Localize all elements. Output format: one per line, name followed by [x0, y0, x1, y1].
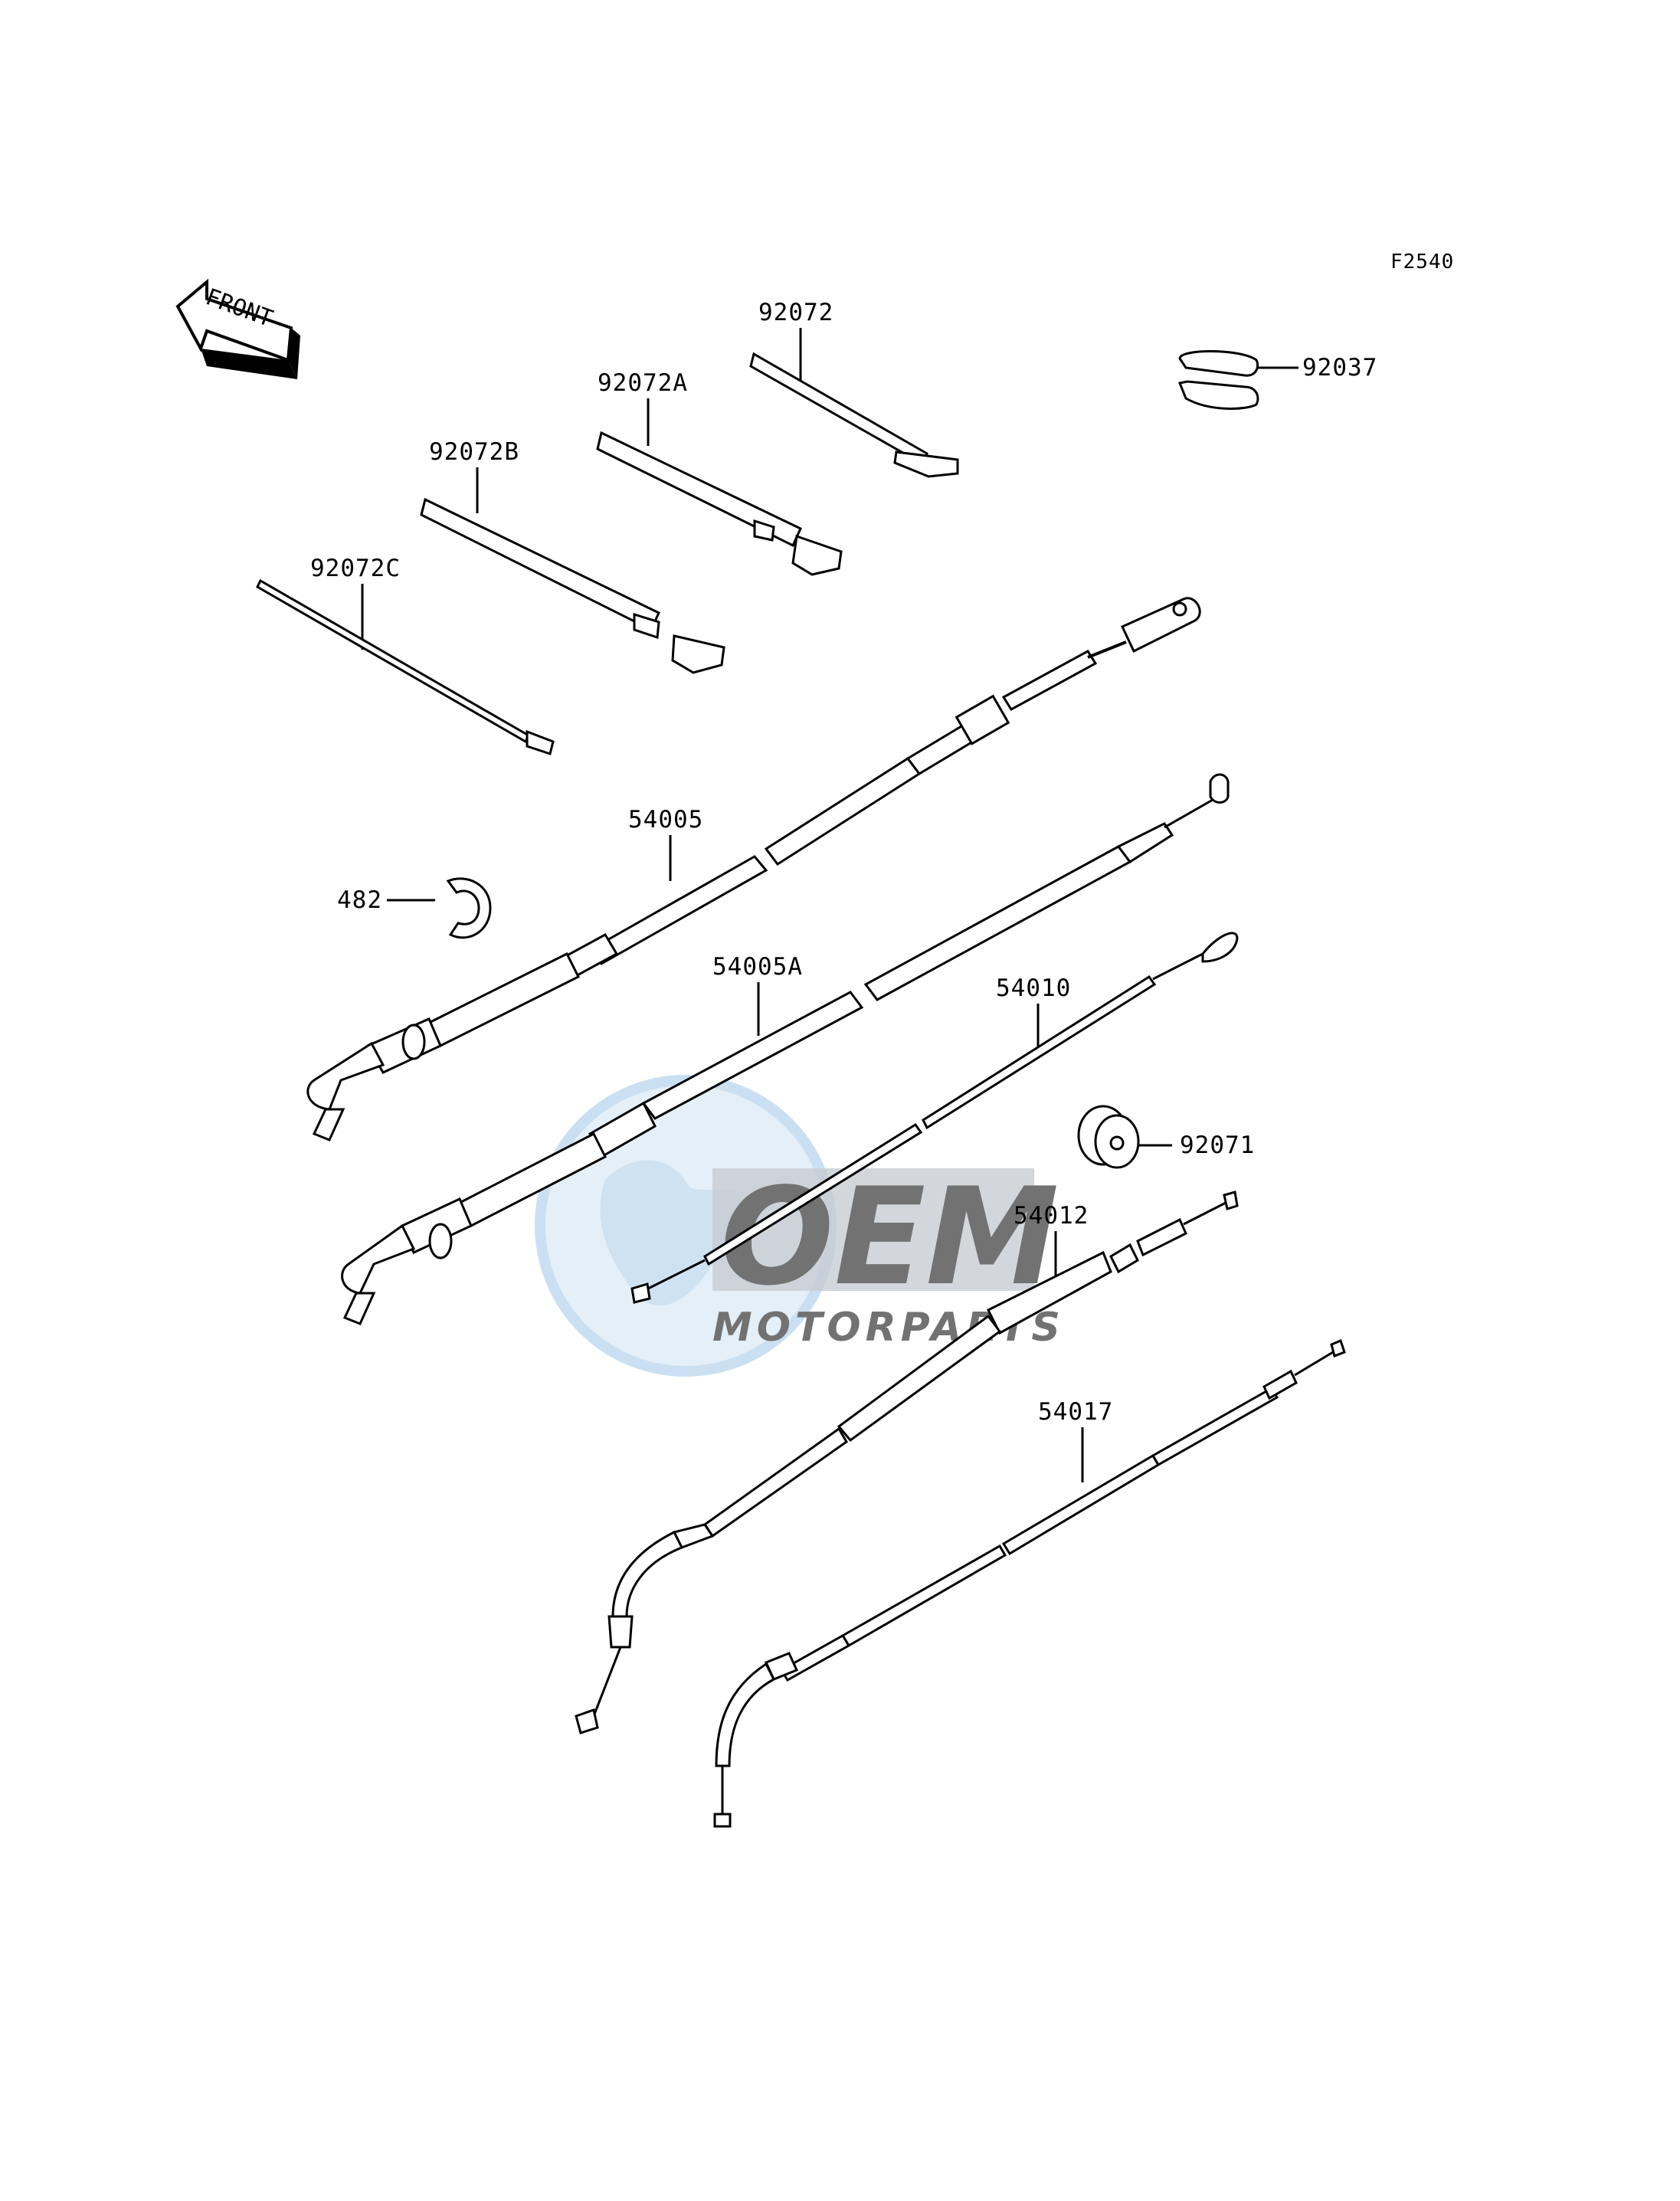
- cable-54017-sheath-middle: [840, 1544, 1007, 1648]
- tie-92072B-buckle: [633, 612, 660, 640]
- label-54005: 54005: [628, 806, 703, 834]
- tie-92072A-head: [791, 534, 843, 576]
- tie-92072C-strap: [256, 578, 530, 744]
- tie-92072-strap: [749, 352, 928, 467]
- cable-54005-clevis-hole: [1172, 601, 1187, 617]
- label-482: 482: [337, 886, 382, 914]
- cable-54010-loop-end: [1201, 932, 1239, 963]
- clamp-92037-top: [1178, 350, 1259, 377]
- cable-54012-wire-bottom: [592, 1646, 622, 1717]
- cable-54010-sheath-upper: [922, 974, 1157, 1130]
- label-54010: 54010: [996, 974, 1071, 1002]
- part-92072B: 92072B: [420, 438, 725, 674]
- ering-482: [446, 877, 492, 939]
- cable-54017-nipple-top: [1330, 1338, 1346, 1358]
- part-92072: 92072: [749, 299, 959, 478]
- cable-54005-clevis: [1120, 597, 1201, 653]
- figure-code: F2540: [1390, 251, 1454, 273]
- tie-92072A-strap: [596, 431, 802, 548]
- clamp-92037-bottom: [1177, 380, 1259, 410]
- part-92072A: 92072A: [596, 369, 843, 576]
- label-54017: 54017: [1038, 1398, 1113, 1426]
- cable-54005A-end-tee: [341, 1223, 416, 1295]
- cable-54017-sheath-upper: [1001, 1453, 1161, 1556]
- cable-54010-sheath-lower: [703, 1122, 923, 1266]
- part-54010: 54010: [630, 932, 1239, 1304]
- cable-54010-end-nipple: [630, 1282, 651, 1304]
- cable-54012-ferrule: [1109, 1243, 1139, 1274]
- tie-92072B-head: [671, 634, 725, 674]
- cable-54012-adjuster: [1136, 1217, 1187, 1257]
- cable-54012-nipple-bottom: [575, 1708, 599, 1734]
- cable-54005A-end-tab: [342, 1292, 376, 1325]
- cable-54012-nipple-top: [1223, 1191, 1239, 1210]
- cable-54017-ferrule-top: [1262, 1369, 1298, 1400]
- part-92037: 92037: [1177, 350, 1377, 410]
- cable-54017-wire-top: [1294, 1351, 1334, 1377]
- cable-54005A-end-cap: [428, 1223, 453, 1259]
- cable-54012-sheath-lower: [702, 1426, 848, 1538]
- part-54005A: 54005A: [341, 773, 1230, 1325]
- label-92072: 92072: [758, 299, 833, 326]
- cable-54017-sheath-lower: [779, 1633, 851, 1682]
- part-92072C: 92072C: [256, 555, 555, 755]
- cable-54005-end-cap: [401, 1024, 426, 1060]
- tie-92072C-head: [526, 729, 555, 755]
- cable-54005A-sheath-lower: [641, 991, 864, 1120]
- front-arrow-icon: FRONT: [175, 278, 300, 379]
- label-92071: 92071: [1180, 1132, 1255, 1159]
- cable-54010-wire-bottom: [643, 1259, 706, 1292]
- cable-54005-spring-top: [1001, 650, 1098, 711]
- cable-54017-sheath-top: [1151, 1386, 1279, 1467]
- cable-54012-nut: [607, 1615, 634, 1649]
- cable-54005-sheath-lower: [588, 855, 768, 965]
- cable-54017-nipple-bottom: [713, 1813, 732, 1828]
- label-54012: 54012: [1014, 1202, 1089, 1230]
- grommet-92071-hole: [1109, 1135, 1125, 1151]
- watermark-brand: OEM: [720, 1160, 1059, 1315]
- cable-54005-end-tee: [306, 1041, 385, 1111]
- part-482: 482: [337, 877, 492, 939]
- cable-54005A-wire: [1164, 795, 1219, 829]
- cable-54005-rod: [1087, 640, 1127, 659]
- cable-54005A-boot-top: [1116, 822, 1174, 864]
- label-92072B: 92072B: [429, 438, 519, 466]
- tie-92072A-buckle: [753, 519, 775, 542]
- cable-54005-sheath-upper: [764, 756, 922, 866]
- tie-92072-head: [893, 450, 959, 478]
- part-92071: 92071: [1077, 1105, 1255, 1169]
- watermark-continent: [600, 1160, 760, 1306]
- cable-54012-wire-top: [1183, 1201, 1226, 1226]
- cable-54012-sheath-upper: [837, 1314, 1002, 1443]
- cable-54012-bend: [611, 1530, 684, 1618]
- cable-54017-bend: [715, 1662, 775, 1767]
- cable-54005-adjuster: [955, 694, 1010, 745]
- cable-54005A-nipple: [1209, 773, 1230, 804]
- part-54005: 54005: [306, 597, 1201, 1141]
- label-54005A: 54005A: [712, 953, 803, 981]
- cable-54010-wire-top: [1152, 952, 1204, 981]
- tie-92072B-strap: [420, 497, 660, 632]
- label-92072C: 92072C: [310, 555, 401, 582]
- label-92037: 92037: [1302, 354, 1377, 382]
- label-92072A: 92072A: [598, 369, 688, 397]
- part-54012: 54012: [575, 1191, 1239, 1734]
- cable-54005-end-tab: [312, 1108, 345, 1141]
- part-54017: 54017: [713, 1338, 1346, 1828]
- cable-54005-spring-bottom: [427, 951, 581, 1048]
